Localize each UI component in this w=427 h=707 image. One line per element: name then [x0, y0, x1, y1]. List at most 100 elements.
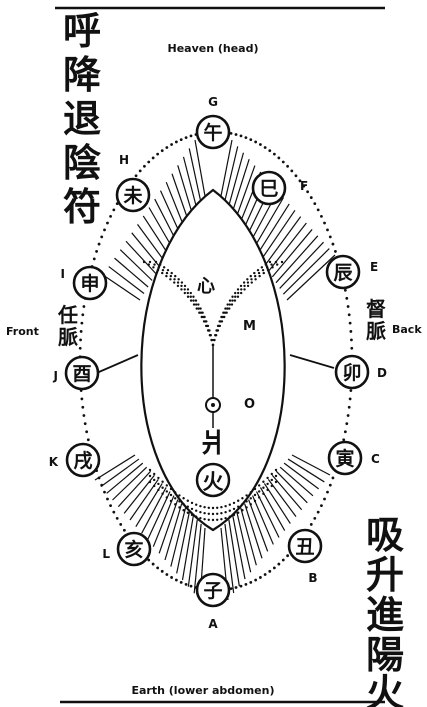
label-m: M [243, 319, 256, 334]
abdomen-dot [149, 469, 151, 471]
channel-dot [234, 292, 236, 294]
branch-letter: H [119, 153, 129, 167]
orbit-dot [109, 504, 112, 507]
orbit-dot [190, 134, 193, 137]
orbit-dot [240, 134, 243, 137]
channel-dot [271, 266, 273, 268]
cauldron-char: 爿 [200, 429, 226, 459]
orbit-dot [323, 498, 326, 501]
channel-dot [181, 281, 183, 283]
branch-node-c: 寅C [329, 442, 380, 474]
channel-dot [193, 303, 195, 305]
orbit-dot [175, 579, 178, 582]
branch-char: 卯 [342, 362, 361, 384]
channel-dot [155, 261, 157, 263]
branch-char: 酉 [72, 363, 91, 385]
channel-dot [203, 316, 205, 318]
orbit-dot [277, 563, 280, 566]
channel-dot [153, 263, 155, 265]
branch-node-l: 亥L [102, 533, 150, 565]
orbit-dot [170, 576, 173, 579]
branch-letter: K [49, 455, 59, 469]
hatch-line [258, 204, 290, 254]
orbit-dot [273, 153, 276, 156]
orbit-dot [350, 338, 353, 341]
abdomen-dot [233, 502, 235, 504]
abdomen-dot [216, 519, 218, 521]
abdomen-dot [224, 517, 226, 519]
branch-char: 戌 [73, 450, 92, 472]
channel-dot [231, 303, 233, 305]
orbit-dot [277, 157, 280, 160]
heaven-label: Heaven (head) [167, 42, 258, 55]
abdomen-dot [224, 505, 226, 507]
abdomen-dot [166, 490, 168, 492]
channel-dot [165, 275, 167, 277]
channel-dot [210, 334, 212, 336]
channel-dot [173, 281, 175, 283]
abdomen-dot [271, 479, 273, 481]
channel-dot [157, 269, 159, 271]
abdomen-dot [237, 506, 239, 508]
hatch-line [265, 217, 301, 266]
orbit-dot [100, 484, 103, 487]
channel-dot [219, 325, 221, 327]
channel-dot [261, 266, 263, 268]
channel-dot [162, 269, 164, 271]
abdomen-dot [149, 481, 151, 483]
abdomen-dot [174, 497, 176, 499]
orbit-dot [282, 161, 285, 164]
right-vertical-caption: 吸 升 進 陽 火 [366, 513, 404, 707]
hatch-line [103, 275, 140, 300]
orbit-dot [83, 305, 86, 308]
channel-dot [254, 278, 256, 280]
abdomen-dot [199, 505, 201, 507]
orbit-dot [254, 141, 257, 144]
channel-dot [267, 269, 269, 271]
orbit-dot [106, 222, 109, 225]
abdomen-dot [174, 503, 176, 505]
channel-dot [166, 272, 168, 274]
abdomen-dot [157, 477, 159, 479]
orbit-dot [295, 174, 298, 177]
abdomen-dot [178, 494, 180, 496]
abdomen-dot [170, 494, 172, 496]
abdomen-dot [203, 512, 205, 514]
abdomen-dot [258, 484, 260, 486]
channel-dot [184, 292, 186, 294]
branch-node-k: 戌K [49, 444, 99, 476]
channel-dot [184, 288, 186, 290]
abdomen-dot [187, 512, 189, 514]
branch-node-f: 巳F [253, 172, 308, 204]
orbit-dot [98, 243, 101, 246]
abdomen-dot [212, 507, 214, 509]
label-o: O [244, 397, 255, 412]
branch-char: 子 [203, 580, 222, 602]
orbit-dot [156, 153, 159, 156]
branch-letter: B [308, 571, 317, 585]
abdomen-dot [174, 491, 176, 493]
orbit-dot [161, 149, 164, 152]
abdomen-dot [220, 518, 222, 520]
orbit-dot [103, 228, 106, 231]
channel-dot [195, 299, 197, 301]
channel-dot [234, 299, 236, 301]
orbit-dot [348, 313, 351, 316]
channel-dot [234, 296, 236, 298]
channel-dot [240, 292, 242, 294]
channel-dot [143, 261, 145, 263]
channel-dot [208, 329, 210, 331]
abdomen-dot [208, 513, 210, 515]
orbit-dot [100, 235, 103, 238]
channel-dot [258, 275, 260, 277]
abdomen-dot [254, 500, 256, 502]
branch-node-d: 卯D [336, 356, 387, 388]
channel-dot [149, 261, 151, 263]
orbit-dot [268, 149, 271, 152]
hatch-line [178, 165, 193, 215]
hatch-line [229, 520, 239, 586]
abdomen-dot [250, 491, 252, 493]
channel-dot [170, 272, 172, 274]
channel-dot [199, 307, 201, 309]
channel-dot [148, 263, 150, 265]
